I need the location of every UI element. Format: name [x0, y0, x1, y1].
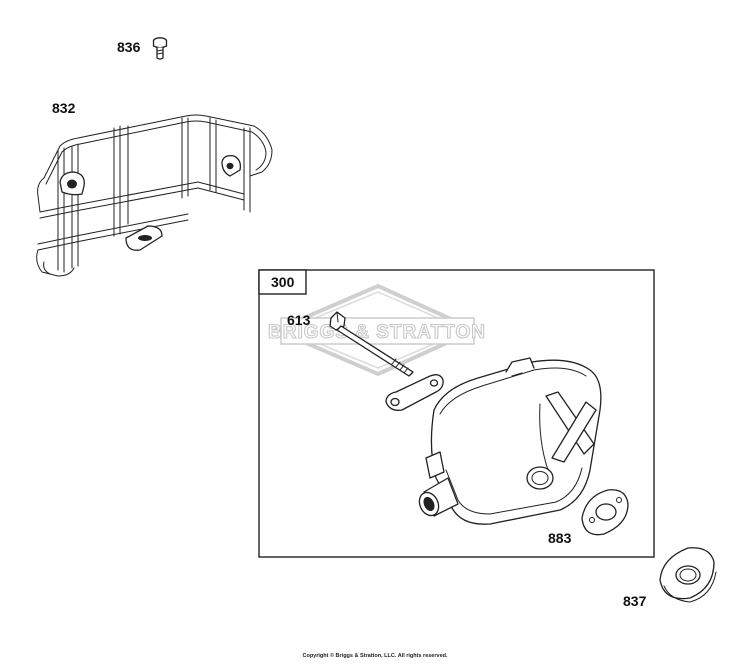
- callout-300: 300: [271, 274, 295, 290]
- bolt-836: [152, 37, 168, 60]
- callout-837: 837: [623, 593, 647, 609]
- gasket-837: [659, 547, 717, 603]
- brand-watermark-logo: BRIGGS & STRATTON: [267, 283, 486, 377]
- watermark-text: BRIGGS & STRATTON: [268, 322, 486, 343]
- bolt-613: [329, 311, 414, 377]
- muffler-guard-832: [36, 114, 273, 277]
- callout-832: 832: [52, 100, 76, 116]
- callout-613: 613: [287, 312, 311, 328]
- bracket-plate: [385, 374, 444, 411]
- gasket-883: [581, 489, 629, 536]
- muffler-body: [418, 357, 602, 525]
- kit-box-300: [258, 269, 655, 558]
- callout-836: 836: [117, 39, 141, 55]
- copyright-notice: Copyright © Briggs & Stratton, LLC. All …: [302, 653, 448, 659]
- callout-883: 883: [548, 530, 572, 546]
